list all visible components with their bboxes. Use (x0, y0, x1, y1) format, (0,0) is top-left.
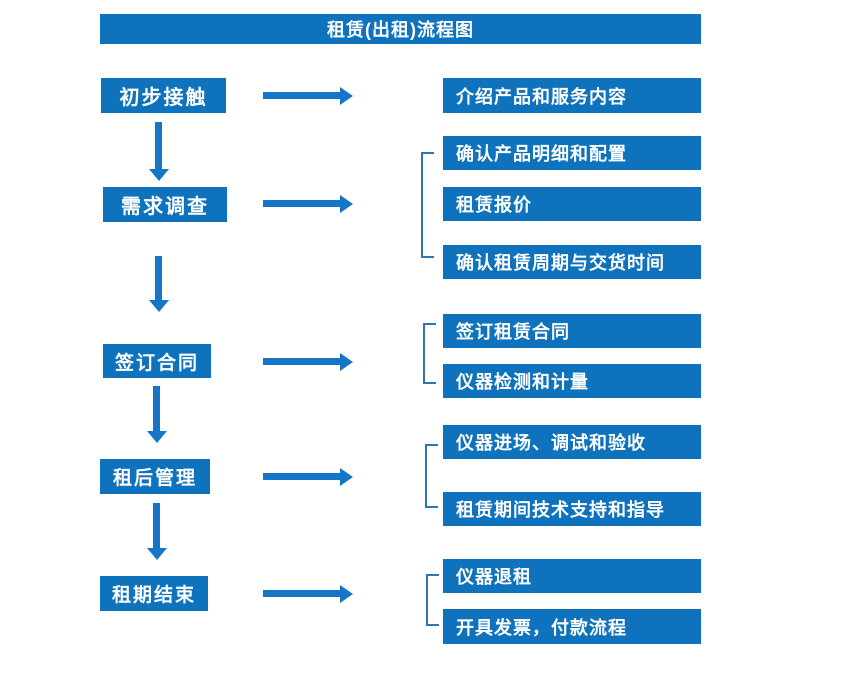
right-arrow-icon-4 (263, 473, 340, 480)
step-box-demand-survey: 需求调查 (103, 187, 227, 222)
output-box-sign-rental-contract: 签订租赁合同 (443, 314, 701, 348)
flowchart-title: 租赁(出租)流程图 (100, 14, 701, 44)
output-box-instrument-testing: 仪器检测和计量 (443, 364, 701, 398)
down-arrow-icon-2 (155, 256, 162, 300)
right-arrow-icon-1 (263, 92, 340, 99)
output-box-introduce-products: 介绍产品和服务内容 (443, 78, 701, 113)
output-box-instrument-return: 仪器退租 (443, 559, 701, 593)
output-box-invoice-payment: 开具发票，付款流程 (443, 609, 701, 644)
step-box-rental-period-end: 租期结束 (100, 576, 208, 611)
down-arrow-icon-1 (155, 122, 162, 169)
right-arrow-icon-2 (263, 200, 340, 207)
right-arrow-icon-5 (263, 590, 340, 597)
group-bracket-post-rental (425, 444, 438, 508)
down-arrow-icon-3 (153, 386, 160, 431)
group-bracket-sign-contract (423, 323, 436, 384)
step-box-post-rental-management: 租后管理 (100, 459, 210, 494)
step-box-initial-contact: 初步接触 (101, 78, 226, 113)
step-box-sign-contract: 签订合同 (103, 344, 211, 378)
group-bracket-rental-end (426, 574, 439, 626)
right-arrow-icon-3 (263, 358, 340, 365)
output-box-rental-quotation: 租赁报价 (443, 187, 701, 221)
output-box-technical-support: 租赁期间技术支持和指导 (443, 492, 701, 526)
output-box-instrument-setup: 仪器进场、调试和验收 (443, 425, 701, 459)
group-bracket-demand-survey (421, 152, 434, 258)
output-box-confirm-period-delivery: 确认租赁周期与交货时间 (443, 245, 701, 279)
down-arrow-icon-4 (153, 503, 160, 548)
output-box-confirm-product-details: 确认产品明细和配置 (443, 136, 701, 170)
